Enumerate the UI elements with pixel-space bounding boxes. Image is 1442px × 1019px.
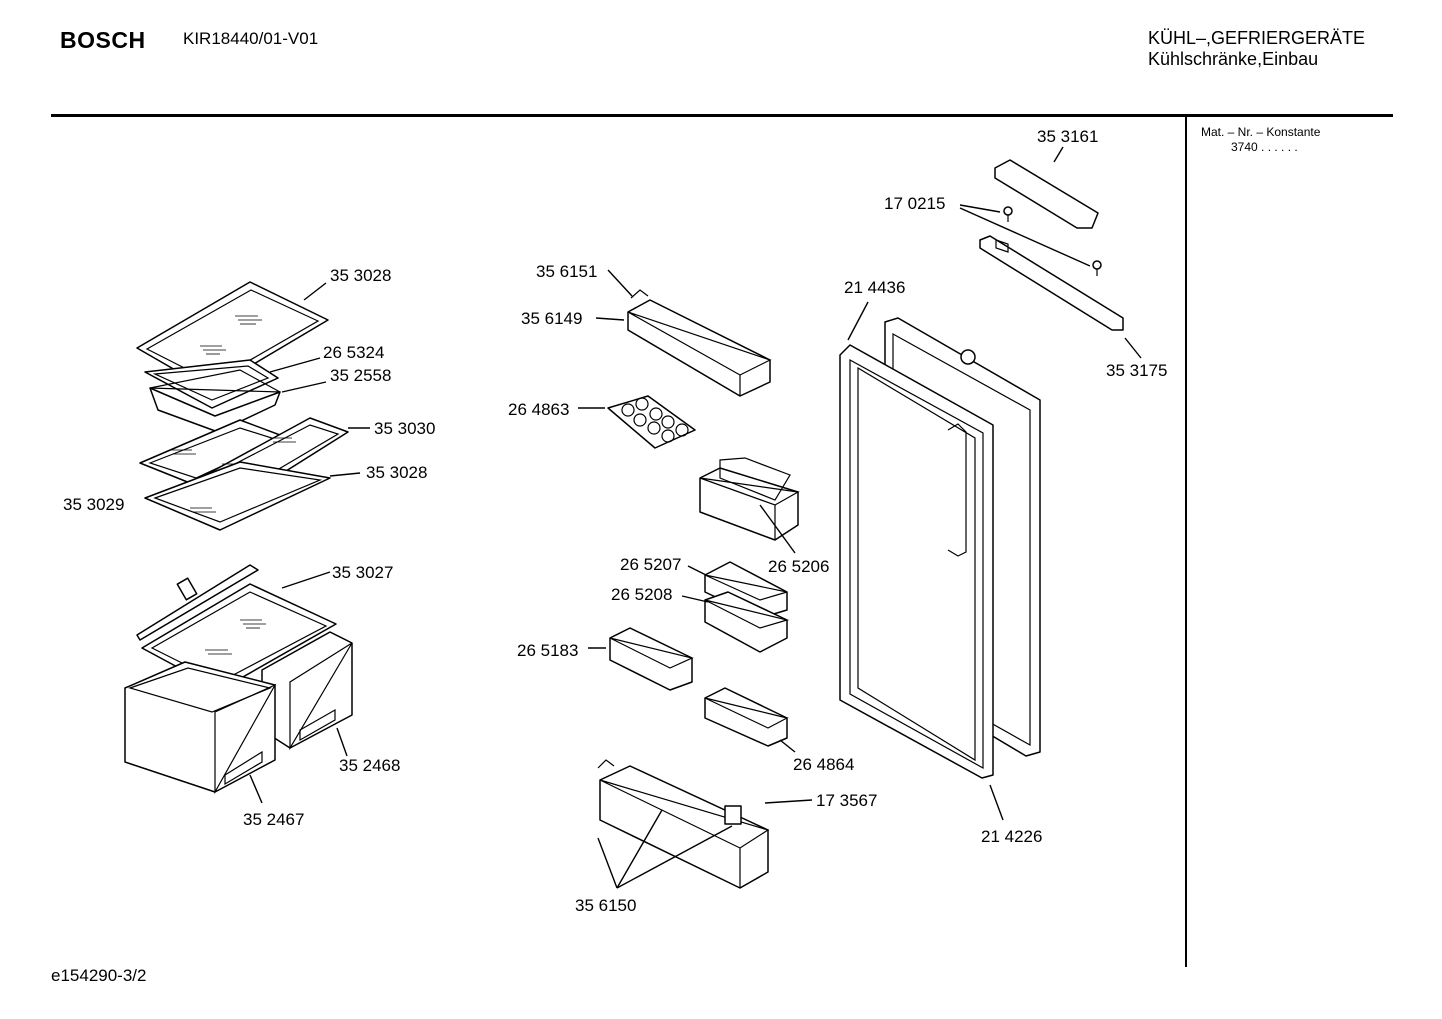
part-label: 26 4864 xyxy=(793,755,854,774)
part-label: 17 3567 xyxy=(816,791,877,810)
material-constant: Mat. – Nr. – Konstante 3740 . . . . . . xyxy=(1201,125,1320,155)
part-label: 35 2558 xyxy=(330,366,391,385)
part-label: 26 5183 xyxy=(517,641,578,660)
material-constant-label: Mat. – Nr. – Konstante xyxy=(1201,125,1321,139)
bin-small-lower-drawing xyxy=(704,591,790,653)
part-label: 26 4863 xyxy=(508,400,569,419)
part-label: 35 6149 xyxy=(521,309,582,328)
part-label: 35 3029 xyxy=(63,495,124,514)
part-label: 35 6151 xyxy=(536,262,597,281)
shelf-glass-lower-drawing xyxy=(144,461,331,531)
part-label: 35 3028 xyxy=(366,463,427,482)
bin-small-upper-drawing xyxy=(704,561,788,619)
part-label: 35 3175 xyxy=(1106,361,1167,380)
hinge-bracket-drawing xyxy=(979,235,1124,331)
part-labels: 35 3028 26 5324 35 2558 35 3030 35 3028 … xyxy=(63,127,1167,915)
part-label: 26 5206 xyxy=(768,557,829,576)
part-label: 21 4226 xyxy=(981,827,1042,846)
bin-double-drawing xyxy=(699,457,800,541)
part-label: 35 2467 xyxy=(243,810,304,829)
part-label: 26 5207 xyxy=(620,555,681,574)
part-label: 26 5324 xyxy=(323,343,384,362)
crisper-drawer-left-drawing xyxy=(124,661,277,795)
part-label: 35 3028 xyxy=(330,266,391,285)
category-line-1: KÜHL–,GEFRIERGERÄTE xyxy=(1148,28,1366,48)
egg-tray-drawing xyxy=(607,395,696,449)
bin-bottom-drawing xyxy=(597,759,770,889)
bin-top-drawing xyxy=(627,289,772,397)
bin-mini-left-drawing xyxy=(609,627,694,691)
hinge-cover-drawing xyxy=(994,159,1099,229)
bin-mini-right-drawing xyxy=(704,687,789,747)
door-gasket-drawing xyxy=(839,344,994,779)
drawing-id: e154290-3/2 xyxy=(51,966,147,985)
category-block: KÜHL–,GEFRIERGERÄTE Kühlschränke,Einbau xyxy=(1148,28,1365,70)
model-number: KIR18440/01-V01 xyxy=(183,29,319,48)
category-line-2: Kühlschränke,Einbau xyxy=(1148,49,1319,69)
part-label: 35 2468 xyxy=(339,756,400,775)
brand-logo: BOSCH xyxy=(60,27,146,53)
leader-lines xyxy=(249,146,1142,889)
part-label: 35 3161 xyxy=(1037,127,1098,146)
sidebar-divider xyxy=(1185,117,1187,967)
screws-drawing xyxy=(1003,206,1102,276)
part-label: 21 4436 xyxy=(844,278,905,297)
crisper-cover-drawing xyxy=(149,369,281,433)
part-label: 17 0215 xyxy=(884,194,945,213)
material-constant-value: 3740 . . . . . . xyxy=(1231,140,1298,154)
part-label: 35 6150 xyxy=(575,896,636,915)
part-label: 35 3027 xyxy=(332,563,393,582)
part-label: 26 5208 xyxy=(611,585,672,604)
header-divider xyxy=(51,114,1393,117)
part-label: 35 3030 xyxy=(374,419,435,438)
